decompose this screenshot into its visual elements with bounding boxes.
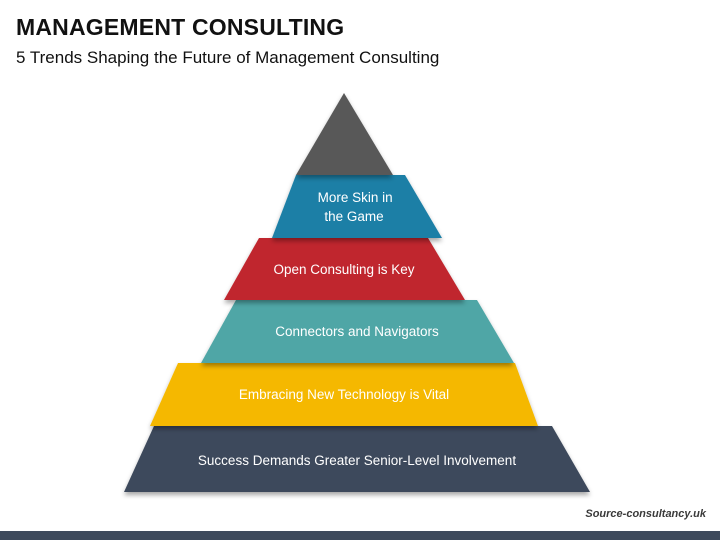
layer-2-shape — [224, 238, 465, 300]
svg-text:Connectors and Navigators: Connectors and Navigators — [275, 324, 439, 339]
layer-1-label-line-1: More Skin in — [318, 190, 393, 205]
layer-1-label-line-2: the Game — [324, 209, 383, 224]
layer-1-shape — [272, 175, 442, 238]
svg-text:Embracing New Technology is Vi: Embracing New Technology is Vital — [239, 387, 449, 402]
svg-text:More Skin in the Game: More Skin in the Game — [318, 190, 397, 224]
pyramid-apex — [296, 93, 393, 175]
bottom-accent-bar — [0, 531, 720, 540]
layer-4-label: Embracing New Technology is Vital — [239, 387, 449, 402]
svg-text:Open Consulting is Key: Open Consulting is Key — [273, 262, 414, 277]
pyramid-layer-3: Connectors and Navigators — [201, 300, 514, 363]
apex-triangle — [296, 93, 393, 175]
layer-5-shape — [124, 426, 590, 492]
layer-3-label: Connectors and Navigators — [275, 324, 439, 339]
svg-text:Success Demands Greater Senior: Success Demands Greater Senior-Level Inv… — [198, 453, 516, 468]
layer-4-shape — [150, 363, 538, 426]
pyramid-layer-1: More Skin in the Game — [272, 175, 442, 238]
layer-3-shape — [201, 300, 514, 363]
layer-2-label: Open Consulting is Key — [273, 262, 414, 277]
pyramid-layer-4: Embracing New Technology is Vital — [150, 363, 538, 426]
page-subtitle: 5 Trends Shaping the Future of Managemen… — [16, 48, 440, 67]
source-credit: Source-consultancy.uk — [585, 508, 706, 520]
pyramid-layer-5: Success Demands Greater Senior-Level Inv… — [124, 426, 590, 492]
layer-5-label: Success Demands Greater Senior-Level Inv… — [198, 453, 516, 468]
page-title: MANAGEMENT CONSULTING — [16, 14, 345, 40]
pyramid-layer-2: Open Consulting is Key — [224, 238, 465, 300]
